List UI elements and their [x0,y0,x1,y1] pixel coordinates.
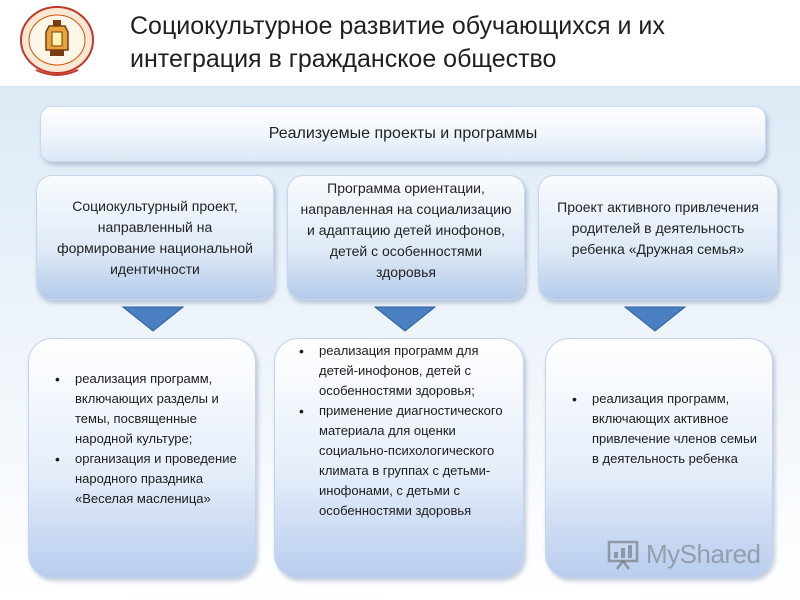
title-line-2: интеграция в гражданское общество [130,45,557,73]
down-arrow-icon [624,306,686,332]
project-card-3: Проект активного привлечения родителей в… [538,175,778,300]
list-item: реализация программ для детей-инофонов, … [293,341,515,401]
projects-banner: Реализуемые проекты и программы [40,106,766,162]
details-panel-2: реализация программ для детей-инофонов, … [274,338,524,578]
down-arrow-icon [374,306,436,332]
list-item: применение диагностического материала дл… [293,401,515,521]
watermark-text: MyShared [646,538,761,569]
list-item: организация и проведение народного празд… [49,449,245,509]
slide-header: Социокультурное развитие обучающихся и и… [0,0,800,86]
myshared-watermark: MyShared [606,534,776,574]
lantern-logo-icon [20,6,94,76]
details-panel-1: реализация программ, включающих разделы … [28,338,256,578]
project-card-3-text: Проект активного привлечения родителей в… [557,199,759,257]
project-card-2: Программа ориентации, направленная на со… [287,175,525,300]
details-list-1: реализация программ, включающих разделы … [49,369,245,509]
project-card-1-text: Социокультурный проект, направленный на … [57,197,253,277]
project-card-2-text: Программа ориентации, направленная на со… [300,180,512,280]
list-item: реализация программ, включающих разделы … [49,369,245,449]
title-line-1: Социокультурное развитие обучающихся и и… [130,12,665,40]
list-item: реализация программ, включающих активное… [566,389,762,469]
down-arrow-icon [122,306,184,332]
project-card-1: Социокультурный проект, направленный на … [36,175,274,300]
details-panel-3: реализация программ, включающих активное… [545,338,773,578]
details-list-3: реализация программ, включающих активное… [566,389,762,469]
projects-banner-label: Реализуемые проекты и программы [268,125,538,142]
presentation-board-icon [607,540,639,570]
details-list-2: реализация программ для детей-инофонов, … [293,341,515,521]
page-title: Социокультурное развитие обучающихся и и… [130,10,790,76]
